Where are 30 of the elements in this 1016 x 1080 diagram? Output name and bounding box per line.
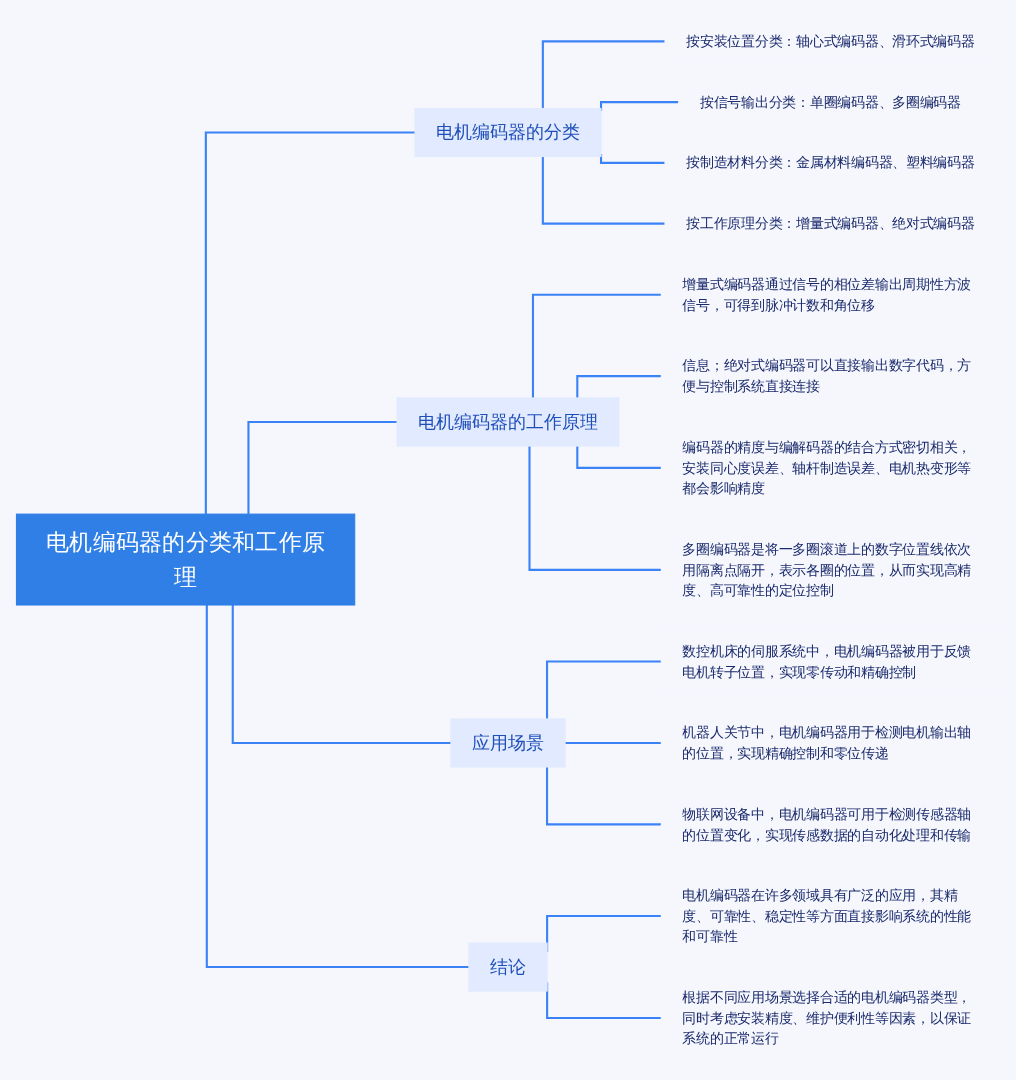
node-text: 多圈编码器是将一多圈滚道上的数字位置线依次用隔离点隔开，表示各圈的位置，从而实现高精度、高可靠性的定位控制: [682, 541, 971, 599]
node-text: 编码器的精度与编解码器的结合方式密切相关，安装同心度误差、轴杆制造误差、电机热变形等都会影响精度: [682, 439, 971, 497]
node-text: 电机编码器在许多领域具有广泛的应用，其精度、可靠性、稳定性等方面直接影响系统的性能和可靠性: [682, 887, 971, 945]
node-box: 电机编码器的分类: [414, 107, 602, 158]
connector: [541, 156, 665, 225]
connector: [531, 293, 662, 398]
node-text: 根据不同应用场景选择合适的电机编码器类型，同时考虑安装精度、维护便利性等因素，以保证系统的正常运行: [682, 989, 971, 1047]
node-text: 增量式编码器通过信号的相位差输出周期性方波信号，可得到脉冲计数和角位移: [682, 276, 971, 313]
node-box: 结论: [468, 942, 548, 992]
connector: [247, 420, 397, 515]
node-text: 物联网设备中，电机编码器可用于检测传感器轴的位置变化，实现传感数据的自动化处理和传输: [682, 805, 971, 843]
node-text: 信息；绝对式编码器可以直接输出数字代码，方便与控制系统直接连接: [682, 357, 971, 395]
connector: [204, 131, 415, 515]
connector: [546, 660, 662, 719]
node-text: 按信号输出分类：单圈编码器、多圈编码器: [699, 93, 961, 110]
connector: [546, 767, 662, 826]
connector: [528, 446, 662, 571]
connector: [231, 605, 451, 744]
node-text: 数控机床的伺服系统中，电机编码器被用于反馈电机转子位置，实现零传动和精确控制: [682, 643, 971, 680]
node-text: 机器人关节中，电机编码器用于检测电机输出轴的位置，实现精确控制和零位传递: [682, 724, 971, 761]
node-box: 电机编码器的工作原理: [396, 397, 620, 447]
connector: [541, 40, 665, 109]
node-text: 按工作原理分类：增量式编码器、绝对式编码器: [686, 215, 975, 232]
connector: [576, 375, 662, 398]
node-box: 应用场景: [450, 718, 566, 768]
node-text: 按制造材料分类：金属材料编码器、塑料编码器: [686, 154, 975, 171]
node-text: 按安装位置分类：轴心式编码器、滑环式编码器: [686, 33, 975, 49]
connector: [576, 446, 662, 469]
node-box: 电机编码器的分类和工作原理: [15, 513, 356, 606]
connector: [205, 605, 469, 969]
